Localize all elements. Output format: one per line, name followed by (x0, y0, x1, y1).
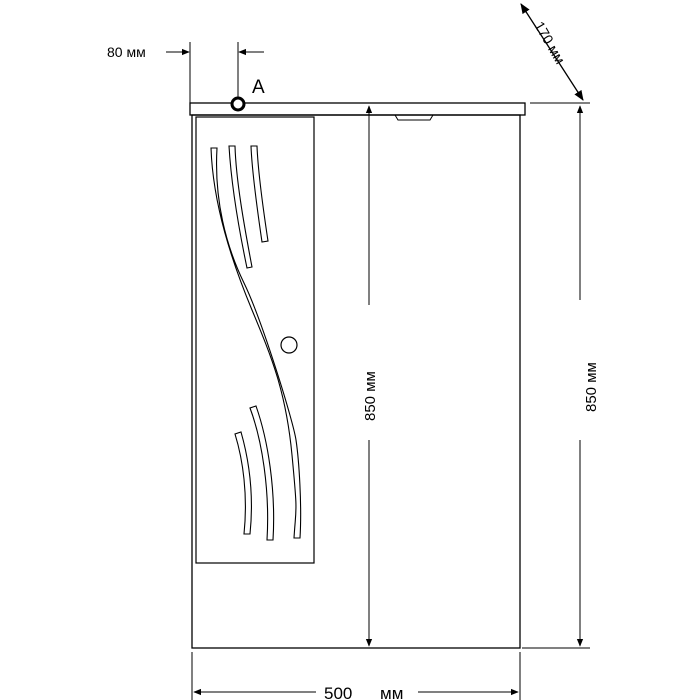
wave-slot-main (210, 147, 302, 539)
width-unit-label: мм (380, 684, 403, 700)
cabinet-body (189, 102, 526, 649)
depth-dimension-label: 170 мм (531, 19, 568, 67)
inner-height-label: 850 мм (362, 371, 379, 421)
outer-height-label: 850 мм (583, 362, 600, 412)
door-knob (280, 336, 298, 354)
inner-height-dimension: 850 мм (362, 105, 379, 647)
offset-dimension-label: 80 мм (107, 44, 146, 60)
point-a-marker (230, 96, 246, 112)
width-dimension: 500 мм (191, 652, 521, 700)
wave-slot-upper-2 (250, 145, 269, 243)
offset-dimension: 80 мм (107, 42, 264, 104)
depth-dimension: 170 мм (520, 3, 590, 104)
cabinet-outline (191, 114, 521, 649)
wave-slot-lower-1 (249, 405, 275, 541)
depth-arrow (520, 3, 584, 101)
top-recess (394, 114, 434, 121)
width-value-label: 500 (324, 684, 352, 700)
wave-slot-upper-1 (228, 145, 253, 269)
door-panel (195, 116, 315, 564)
point-a-label: A (252, 77, 265, 98)
door-wave-decoration (210, 145, 302, 541)
wave-slot-lower-2 (234, 431, 252, 535)
outer-height-dimension: 850 мм (522, 105, 600, 649)
